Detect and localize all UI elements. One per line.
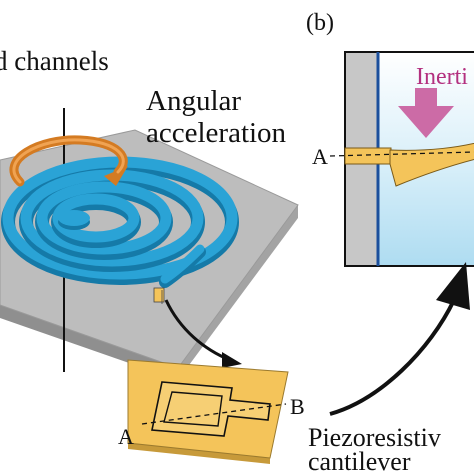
channels-label: d channels: [0, 46, 109, 76]
curved-pointer-arrow-icon: [330, 262, 470, 414]
acceleration-label: acceleration: [146, 117, 287, 149]
cantilever-label: cantilever: [308, 447, 411, 474]
angular-label: Angular: [146, 85, 241, 117]
point-b-label: B: [290, 394, 305, 419]
point-a-right-label: A: [312, 144, 328, 169]
panel-b-label: (b): [306, 10, 334, 36]
cantilever-port: [154, 288, 164, 302]
cantilever-detail: [128, 360, 288, 464]
point-a-bottom-label: A: [118, 424, 134, 449]
inertia-label: Inerti: [416, 64, 468, 90]
